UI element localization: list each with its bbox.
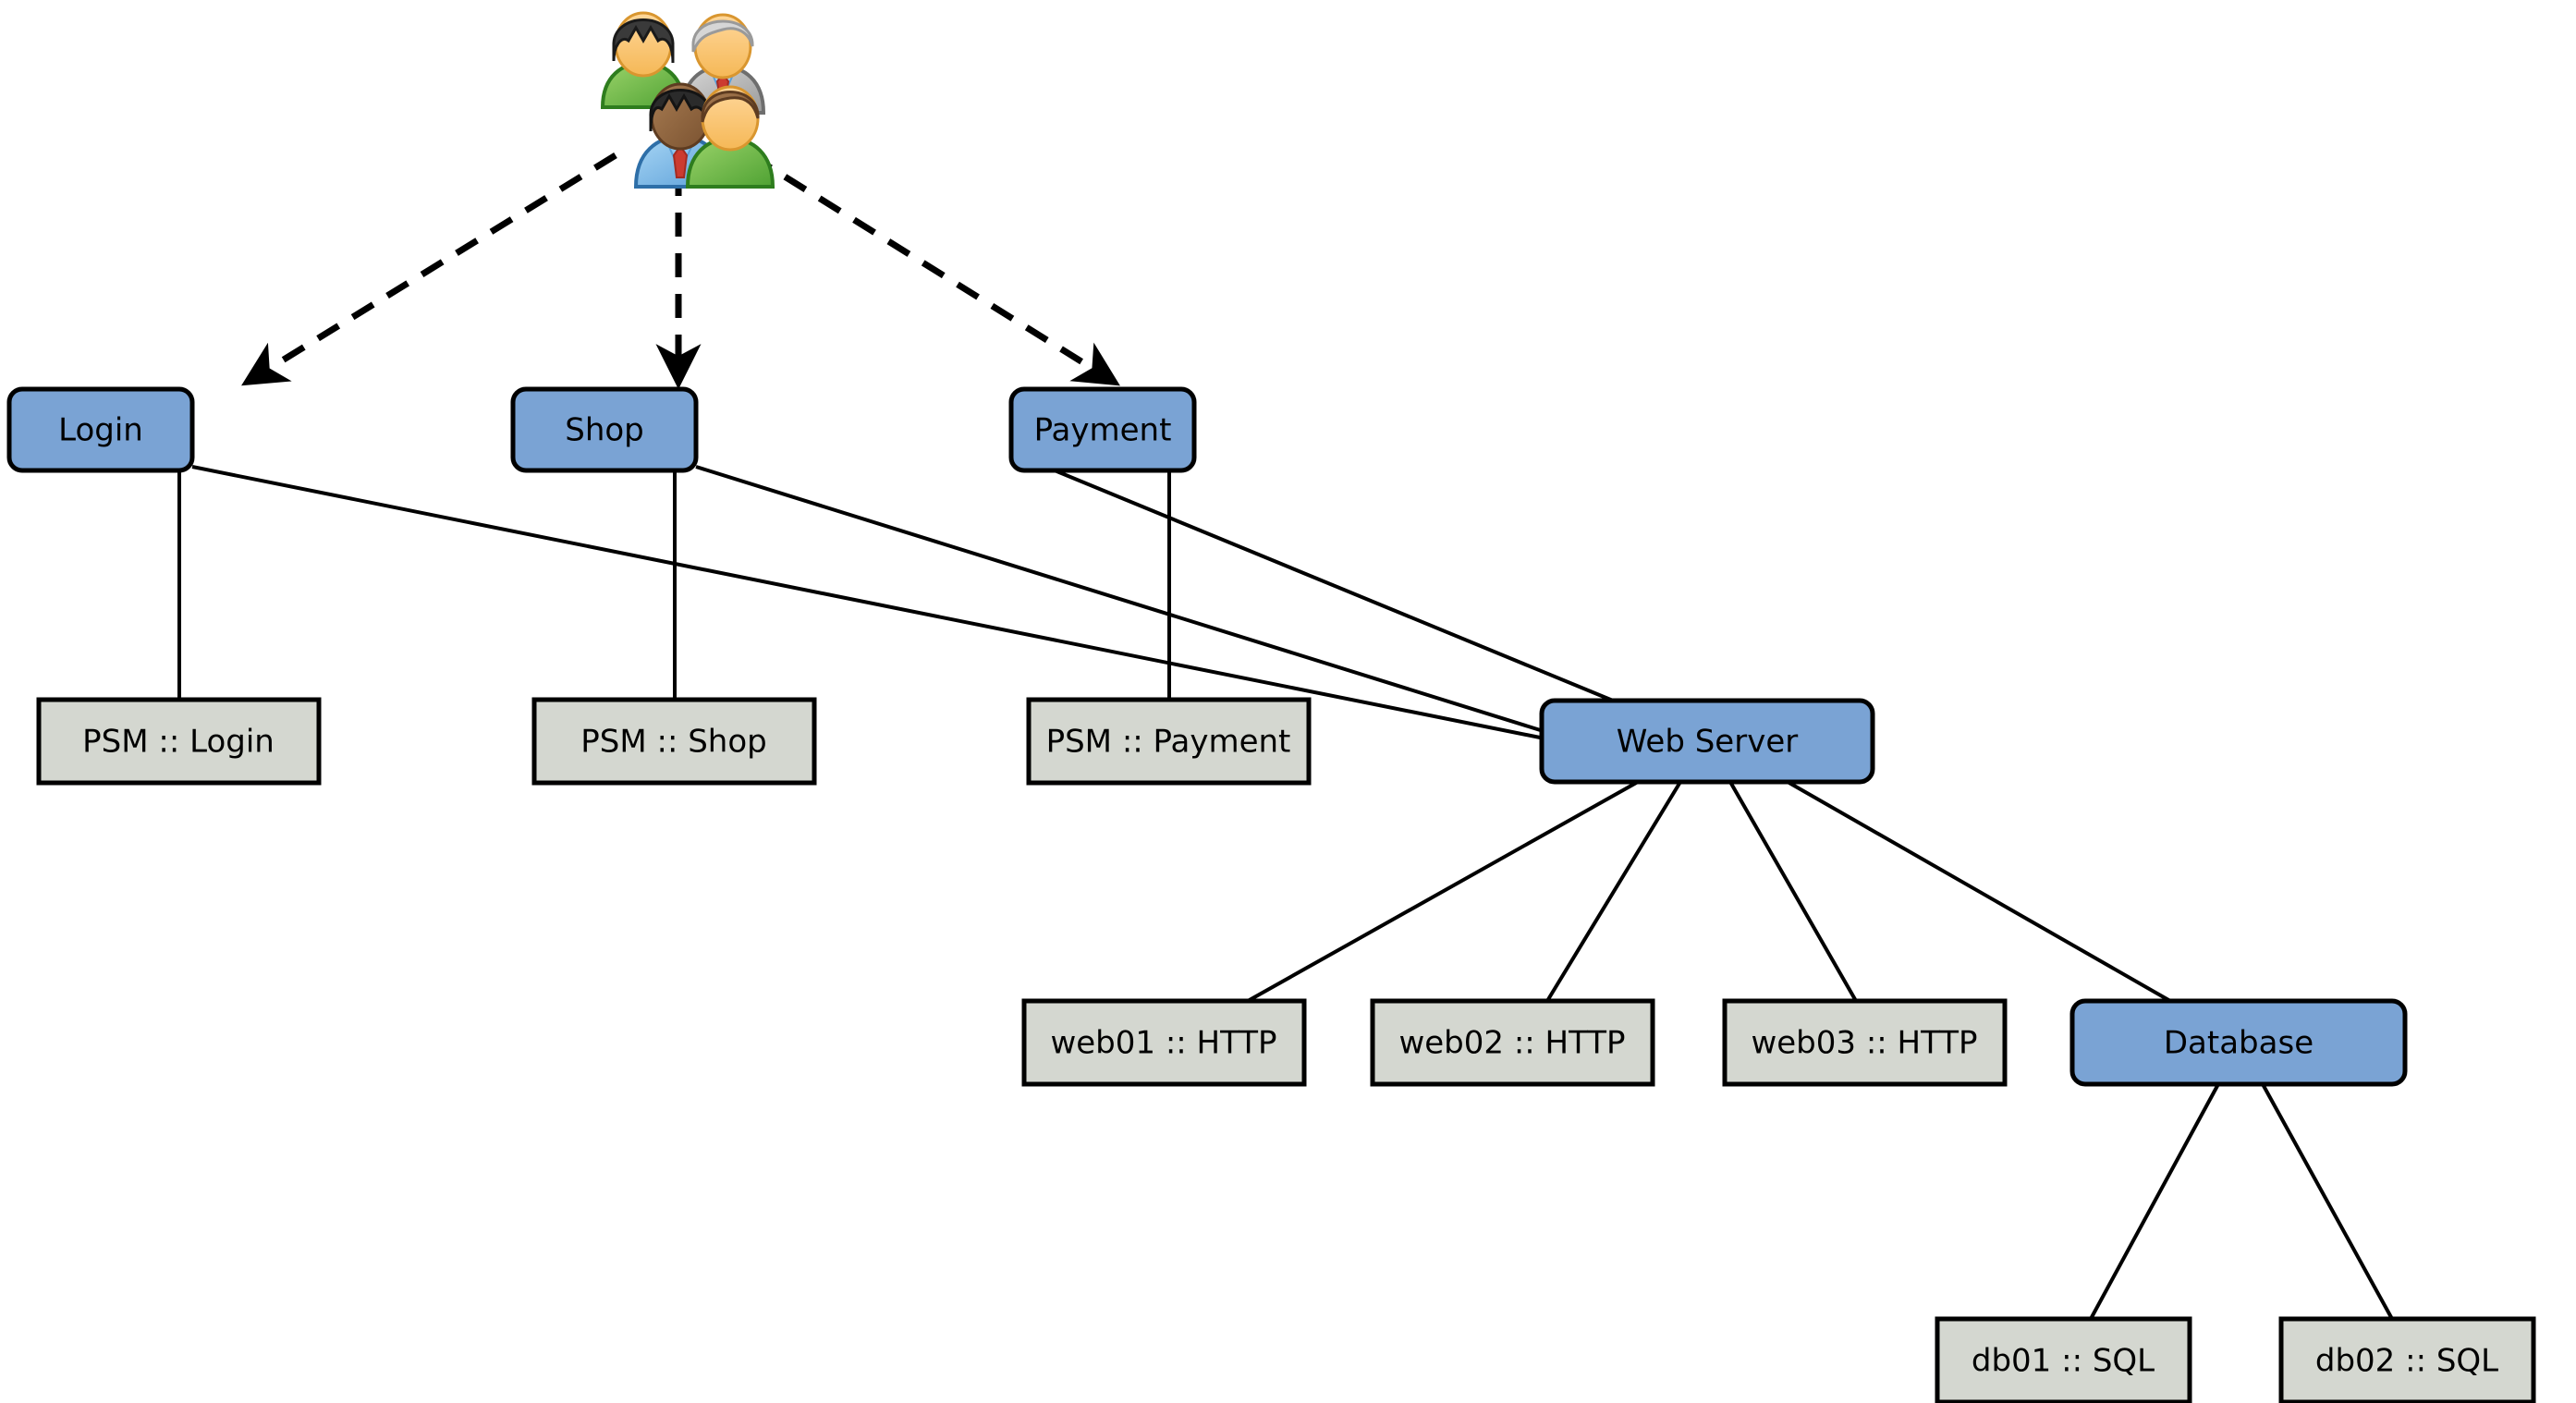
node-psm-login-shape[interactable] — [36, 697, 322, 786]
edge-actor-to-payment — [749, 152, 1120, 386]
node-psm-login[interactable]: PSM :: Login — [36, 697, 322, 786]
node-psm-payment-shape[interactable] — [1026, 697, 1312, 786]
node-database-label: Database — [2164, 1025, 2314, 1062]
edge-web-server-to-web03 — [1728, 781, 1858, 1002]
node-psm-shop[interactable]: PSM :: Shop — [531, 697, 817, 786]
node-web03-label: web03 :: HTTP — [1751, 1025, 1977, 1062]
edge-web-server-to-web02 — [1545, 780, 1682, 1003]
node-login-shape[interactable] — [6, 386, 195, 473]
node-web01-shape[interactable] — [1021, 998, 1307, 1087]
node-psm-payment-label: PSM :: Payment — [1046, 724, 1291, 761]
node-db01[interactable]: db01 :: SQL — [1935, 1316, 2192, 1403]
node-db01-shape[interactable] — [1935, 1316, 2192, 1403]
edge-layer — [177, 152, 2394, 1320]
node-shop-shape[interactable] — [510, 386, 699, 473]
node-shop-label: Shop — [565, 412, 644, 449]
node-login[interactable]: Login — [6, 386, 195, 473]
person-black-bob-green-icon — [600, 11, 687, 109]
node-shop[interactable]: Shop — [510, 386, 699, 473]
node-web01-label: web01 :: HTTP — [1050, 1025, 1276, 1062]
node-database-shape[interactable] — [2069, 998, 2408, 1087]
node-psm-shop-shape[interactable] — [531, 697, 817, 786]
node-web02-shape[interactable] — [1370, 998, 1655, 1087]
person-hair-black-bob — [612, 18, 675, 64]
node-web03[interactable]: web03 :: HTTP — [1722, 998, 2008, 1087]
node-payment[interactable]: Payment — [1008, 386, 1197, 473]
person-tie-red-2 — [672, 144, 689, 178]
node-web03-shape[interactable] — [1722, 998, 2008, 1087]
node-login-label: Login — [58, 412, 143, 449]
node-db02-label: db02 :: SQL — [2315, 1343, 2498, 1380]
node-web-server-label: Web Server — [1617, 724, 1798, 761]
node-layer: Login Shop Payment PSM :: Login PSM :: S… — [6, 386, 2536, 1403]
node-web01[interactable]: web01 :: HTTP — [1021, 998, 1307, 1087]
node-web02-label: web02 :: HTTP — [1398, 1025, 1625, 1062]
node-db01-label: db01 :: SQL — [1972, 1343, 2155, 1380]
edge-payment-to-web-server — [1054, 469, 1614, 702]
node-web02[interactable]: web02 :: HTTP — [1370, 998, 1655, 1087]
person-hair-brown — [701, 91, 760, 123]
node-web-server-shape[interactable] — [1539, 698, 1875, 785]
node-web-server[interactable]: Web Server — [1539, 698, 1875, 785]
node-psm-shop-label: PSM :: Shop — [580, 724, 766, 761]
edge-database-to-db01 — [2089, 1083, 2220, 1320]
node-payment-label: Payment — [1034, 412, 1172, 449]
edge-shop-to-web-server — [695, 465, 1550, 735]
node-psm-payment[interactable]: PSM :: Payment — [1026, 697, 1312, 786]
edge-web-server-to-web01 — [1247, 780, 1639, 1003]
person-green-shirt-icon — [685, 85, 775, 189]
edge-web-server-to-database — [1787, 780, 2171, 1003]
edge-login-to-web-server — [191, 465, 1550, 741]
users-actor[interactable] — [600, 11, 775, 189]
node-db02[interactable]: db02 :: SQL — [2278, 1316, 2536, 1403]
person-hair-gray — [691, 19, 754, 53]
node-payment-shape[interactable] — [1008, 386, 1197, 473]
edge-actor-to-login — [241, 152, 617, 386]
node-db02-shape[interactable] — [2278, 1316, 2536, 1403]
node-psm-login-label: PSM :: Login — [82, 724, 275, 761]
edge-database-to-db02 — [2261, 1083, 2394, 1320]
node-database[interactable]: Database — [2069, 998, 2408, 1087]
